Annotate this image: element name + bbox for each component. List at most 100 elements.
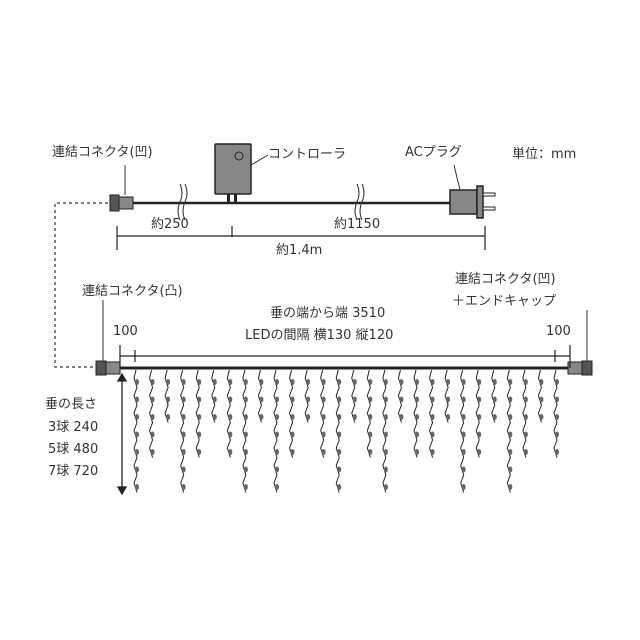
led-bulb (383, 414, 388, 420)
strand-wire (335, 369, 340, 493)
led-bulb (135, 396, 139, 403)
led-bulb (321, 396, 326, 403)
led-bulb (555, 449, 559, 455)
led-strand (149, 369, 155, 458)
led-bulb (228, 396, 233, 403)
led-bulb (352, 379, 357, 385)
led-bulb (337, 379, 342, 385)
led-bulb (181, 396, 186, 403)
led-bulb (461, 466, 466, 473)
margin-left-label: 100 (113, 324, 138, 339)
led-bulb (228, 414, 233, 420)
strand-wire (397, 369, 402, 423)
controller-box (214, 143, 252, 203)
led-bulb (368, 414, 373, 420)
led-bulb (135, 484, 139, 490)
led-strand (522, 369, 528, 458)
led-bulb (477, 431, 482, 438)
led-strand (553, 369, 559, 458)
span-dimension-line (119, 345, 571, 368)
led-bulb (150, 431, 155, 438)
strand-wire (211, 369, 216, 423)
led-bulb (508, 449, 513, 455)
led-bulb (477, 396, 482, 403)
led-bulb (555, 396, 559, 403)
span-label: 垂の端から端 3510 (270, 306, 386, 321)
led-bulb (135, 431, 139, 438)
led-strands (133, 369, 559, 493)
led-bulb (150, 396, 155, 403)
led-bulb (508, 396, 513, 403)
margin-right-label: 100 (546, 324, 571, 339)
connector-female-label: 連結コネクタ(凹) (455, 272, 556, 287)
led-bulb (150, 449, 155, 455)
led-bulb (243, 431, 248, 438)
led-bulb (275, 484, 279, 490)
led-bulb (290, 449, 295, 455)
led-strand (444, 369, 451, 423)
led-strand (491, 369, 497, 423)
led-bulb (275, 379, 279, 385)
strand-wire (491, 369, 496, 423)
led-bulb (523, 449, 528, 455)
led-bulb (166, 396, 171, 403)
led-bulb (150, 379, 155, 385)
led-bulb (461, 484, 466, 490)
led-bulb (477, 414, 482, 420)
controller-label: コントローラ (268, 147, 347, 162)
led-bulb (321, 379, 326, 385)
led-bulb (399, 396, 404, 403)
led-bulb (523, 431, 528, 438)
led-bulb (461, 431, 466, 438)
led-bulb (415, 396, 419, 403)
connector-female-top (109, 194, 134, 212)
led-bulb (243, 484, 248, 490)
led-bulb (135, 379, 139, 385)
led-bulb (181, 431, 186, 438)
led-bulb (508, 484, 513, 490)
led-strand (195, 369, 202, 458)
led-bulb (352, 396, 357, 403)
led-bulb (243, 379, 248, 385)
led-bulb (181, 379, 186, 385)
ac-plug-label: ACプラグ (405, 145, 462, 160)
strand-wire (506, 369, 511, 493)
led-bulb (337, 484, 342, 490)
led-bulb (399, 414, 404, 420)
strand-wire (273, 369, 278, 493)
led-bulb (555, 414, 559, 420)
led-bulb (197, 431, 202, 438)
led-bulb (430, 431, 435, 438)
led-bulb (508, 379, 513, 385)
led-bulb (399, 379, 404, 385)
spacing-label: LEDの間隔 横130 縦120 (245, 328, 394, 343)
led-bulb (555, 379, 559, 385)
led-bulb (415, 379, 419, 385)
break-mark-icon (354, 183, 365, 221)
length-1150-label: 約1150 (334, 217, 381, 232)
led-bulb (352, 414, 357, 420)
total-length-label: 約1.4m (276, 243, 323, 258)
led-bulb (415, 431, 419, 438)
led-strand (429, 369, 435, 458)
strand-wire (460, 369, 465, 493)
led-bulb (243, 466, 248, 473)
connector-male (95, 360, 121, 376)
led-bulb (275, 431, 279, 438)
led-bulb (383, 396, 388, 403)
led-bulb (430, 396, 435, 403)
led-bulb (368, 431, 373, 438)
led-bulb (306, 414, 311, 420)
led-bulb (197, 379, 202, 385)
unit-label: 単位：mm (512, 147, 577, 162)
led-bulb (181, 466, 186, 473)
led-bulb (321, 414, 326, 420)
led-bulb (150, 414, 155, 420)
led-strand (366, 369, 373, 458)
strand-wire (537, 369, 542, 423)
led-bulb (446, 379, 451, 385)
led-bulb (290, 414, 295, 420)
led-bulb (290, 431, 295, 438)
led-bulb (383, 449, 388, 455)
